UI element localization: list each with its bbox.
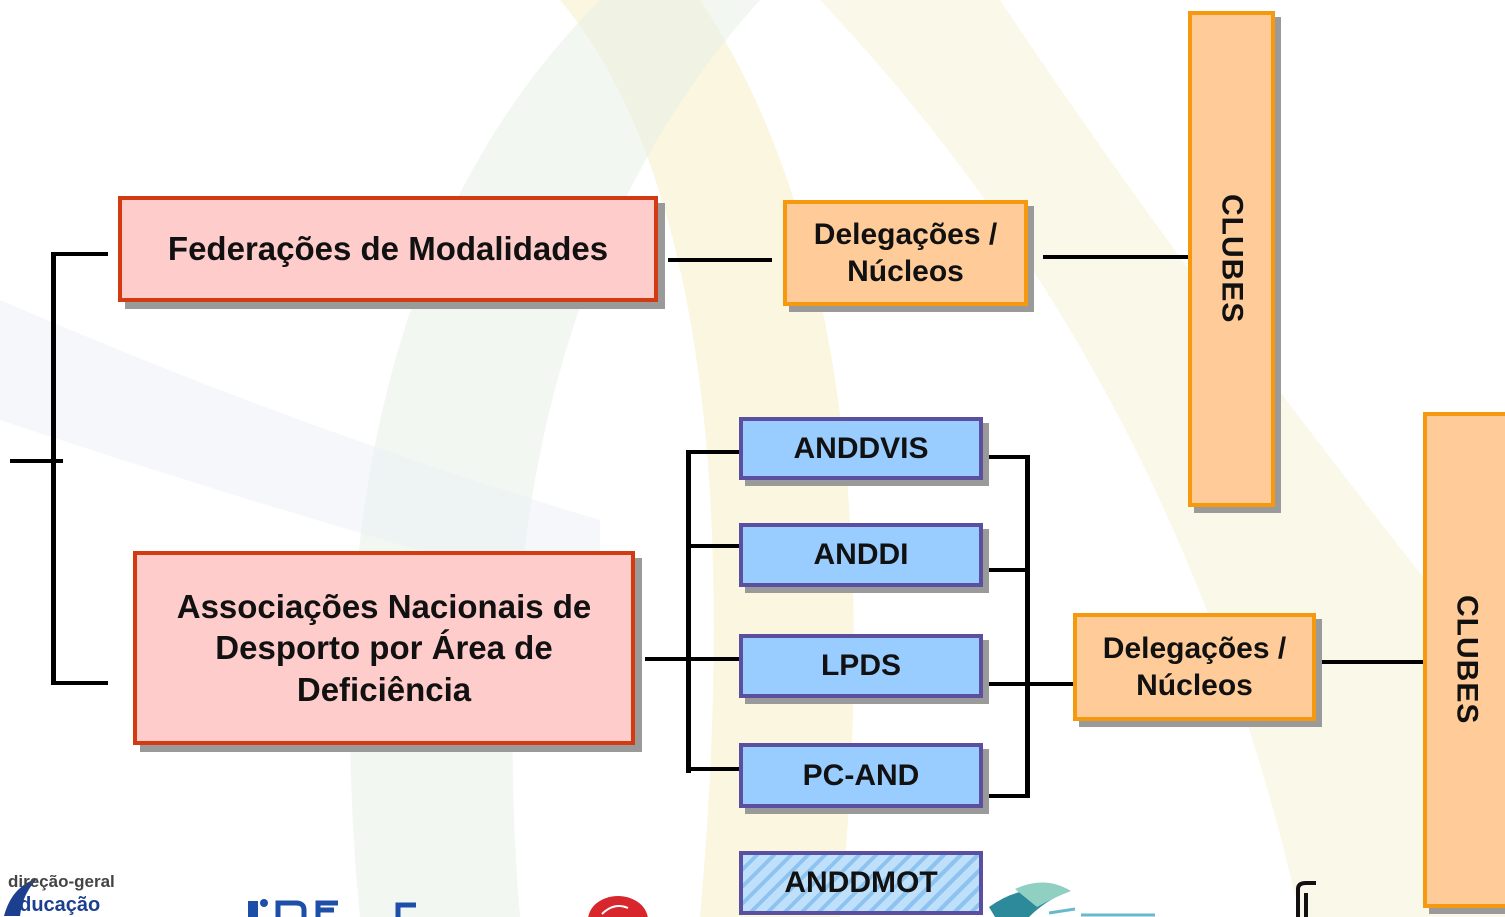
- partner-logo-red-icon: [588, 896, 648, 917]
- federacoes-box: Federações de Modalidades: [118, 196, 658, 302]
- anddvis-box: ANDDVIS: [739, 417, 983, 480]
- federacoes-to-delegacoes: [668, 258, 772, 262]
- anddmot-box: ANDDMOT: [739, 851, 983, 915]
- delegacoes-top-label: Delegações / Núcleos: [813, 217, 998, 289]
- lpds-label: LPDS: [820, 649, 901, 683]
- dge-text-line1: direção-geral: [8, 872, 115, 891]
- delegacoes-bottom-label: Delegações / Núcleos: [1102, 631, 1287, 703]
- anddvis-out: [976, 455, 1029, 459]
- lpds-box: LPDS: [739, 634, 983, 698]
- delegacoes-to-clubes: [1043, 255, 1190, 259]
- federacoes-label: Federações de Modalidades: [167, 230, 609, 268]
- anddi-out: [976, 568, 1029, 572]
- right-bracket-vertical: [1025, 455, 1030, 798]
- dge-swoosh-icon: [4, 878, 38, 916]
- pc-and-out: [976, 794, 1029, 798]
- delegacoes-bottom-to-clubes: [1315, 660, 1425, 664]
- anddi-label: ANDDI: [813, 538, 909, 572]
- group-to-pc-and: [686, 767, 741, 771]
- associacoes-label: Associações Nacionais de Desporto por Ár…: [176, 588, 592, 708]
- partner-logo-green-wave-icon: [989, 882, 1155, 917]
- group-to-anddi: [686, 544, 741, 548]
- clubes-top-box: CLUBES: [1188, 11, 1275, 507]
- pc-and-label: PC-AND: [802, 758, 920, 792]
- delegacoes-bottom-box: Delegações / Núcleos: [1073, 613, 1316, 721]
- bracket-to-federacoes: [51, 252, 108, 256]
- anddmot-label: ANDDMOT: [784, 866, 938, 900]
- anddi-box: ANDDI: [739, 523, 983, 587]
- group-bracket-vertical: [686, 450, 691, 773]
- partner-logo-figure-icon: [1296, 881, 1316, 917]
- associacoes-to-group: [645, 657, 690, 661]
- group-to-lpds: [686, 657, 741, 661]
- bracket-to-associacoes: [51, 681, 108, 685]
- main-bracket-vertical: [51, 252, 56, 685]
- root-stub: [10, 459, 63, 463]
- clubes-top-label: CLUBES: [1215, 194, 1249, 324]
- dge-logo: direção-geral educação: [0, 868, 160, 917]
- clubes-bottom-label: CLUBES: [1450, 595, 1484, 725]
- delegacoes-top-box: Delegações / Núcleos: [783, 200, 1028, 306]
- anddvis-label: ANDDVIS: [793, 431, 929, 465]
- dge-text-line2: educação: [8, 894, 101, 916]
- group-to-anddvis: [686, 450, 741, 454]
- associacoes-box: Associações Nacionais de Desporto por Ár…: [133, 551, 635, 745]
- partner-logo-blue-icon: [248, 899, 416, 917]
- clubes-bottom-box: CLUBES: [1423, 412, 1505, 908]
- pc-and-box: PC-AND: [739, 743, 983, 808]
